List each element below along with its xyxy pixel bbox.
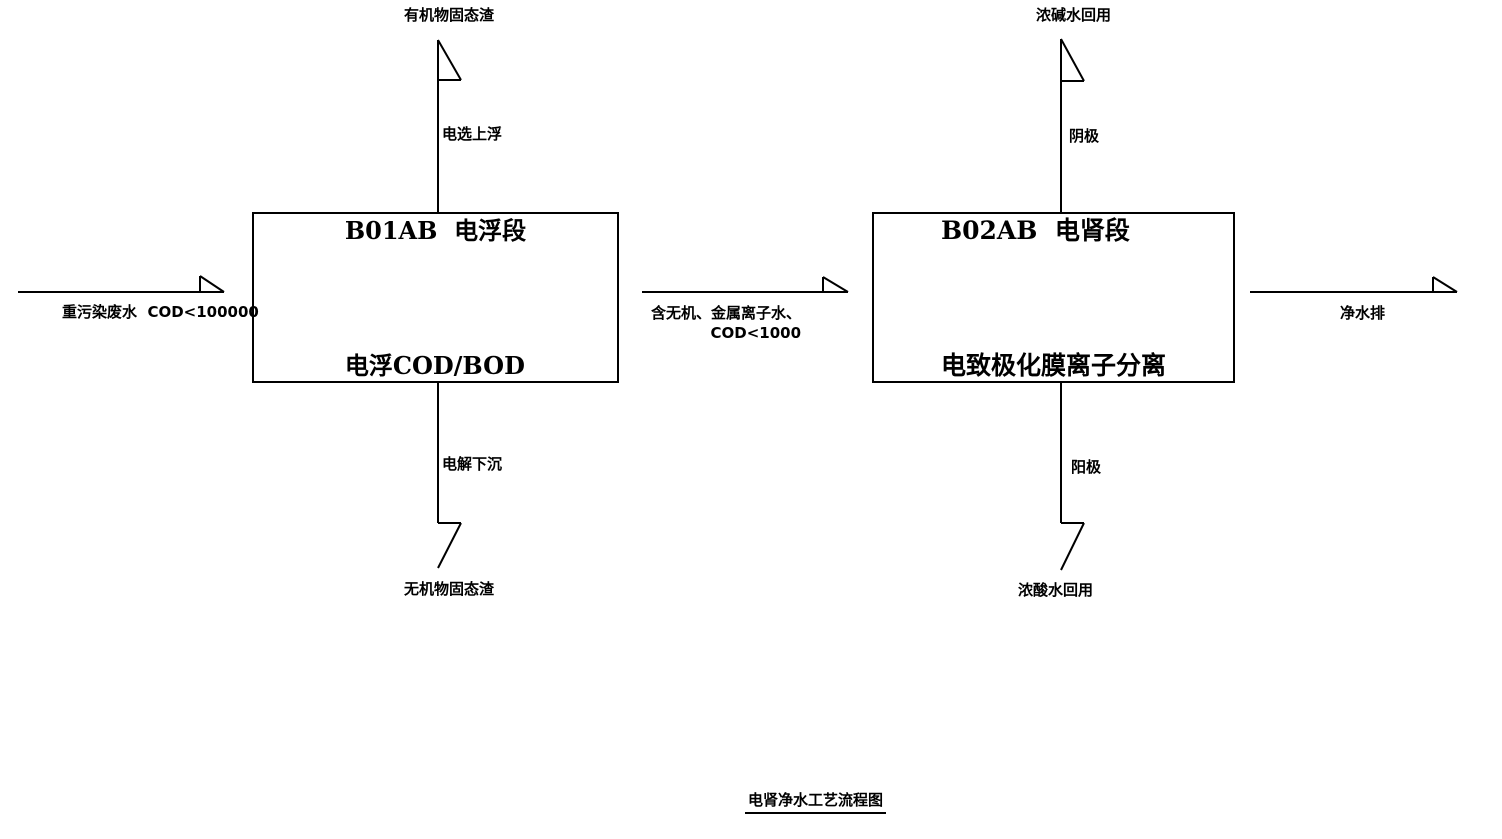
intermediate-flow-arrow	[642, 276, 849, 293]
stage-b02ab-text: B02AB 电肾段 电致极化膜离子分离	[873, 213, 1234, 382]
cathode-label: 阴极	[1069, 127, 1100, 145]
inorganic-residue-label: 无机物固态渣	[404, 580, 495, 598]
acid-reuse-down-arrow	[1060, 382, 1085, 571]
stage-b01ab-text: B01AB 电浮段 电浮COD/BOD	[253, 213, 618, 382]
inlet-stream-label: 重污染废水 COD<100000	[62, 303, 259, 321]
intermediate-stream-line2: COD<1000	[710, 324, 802, 343]
electro-float-up-label: 电选上浮	[442, 125, 503, 143]
stage-b02ab-function: 电致极化膜离子分离	[940, 350, 1166, 380]
inorganic-residue-down-arrow	[437, 382, 462, 569]
stage-b02ab-code: B02AB 电肾段	[940, 215, 1130, 245]
alkaline-reuse-up-arrow	[1060, 38, 1085, 213]
outlet-stream-label: 净水排	[1340, 304, 1386, 322]
organic-residue-label: 有机物固态渣	[404, 6, 495, 24]
diagram-title: 电肾净水工艺流程图	[745, 789, 887, 814]
acid-water-reuse-label: 浓酸水回用	[1018, 581, 1094, 599]
alkaline-water-reuse-label: 浓碱水回用	[1036, 6, 1112, 24]
stage-b01ab-function: 电浮COD/BOD	[344, 350, 525, 380]
intermediate-stream-line1: 含无机、金属离子水、	[651, 304, 802, 322]
electrolytic-settle-label: 电解下沉	[442, 455, 503, 473]
outlet-flow-arrow	[1250, 276, 1458, 293]
anode-label: 阳极	[1071, 458, 1102, 476]
organic-residue-up-arrow	[437, 39, 462, 213]
stage-box-b02ab	[872, 212, 1235, 383]
stage-box-b01ab	[252, 212, 619, 383]
stage-b01ab-code: B01AB 电浮段	[344, 215, 527, 245]
inlet-flow-arrow	[18, 275, 225, 293]
intermediate-stream-label: 含无机、金属离子水、 COD<1000	[651, 303, 801, 344]
